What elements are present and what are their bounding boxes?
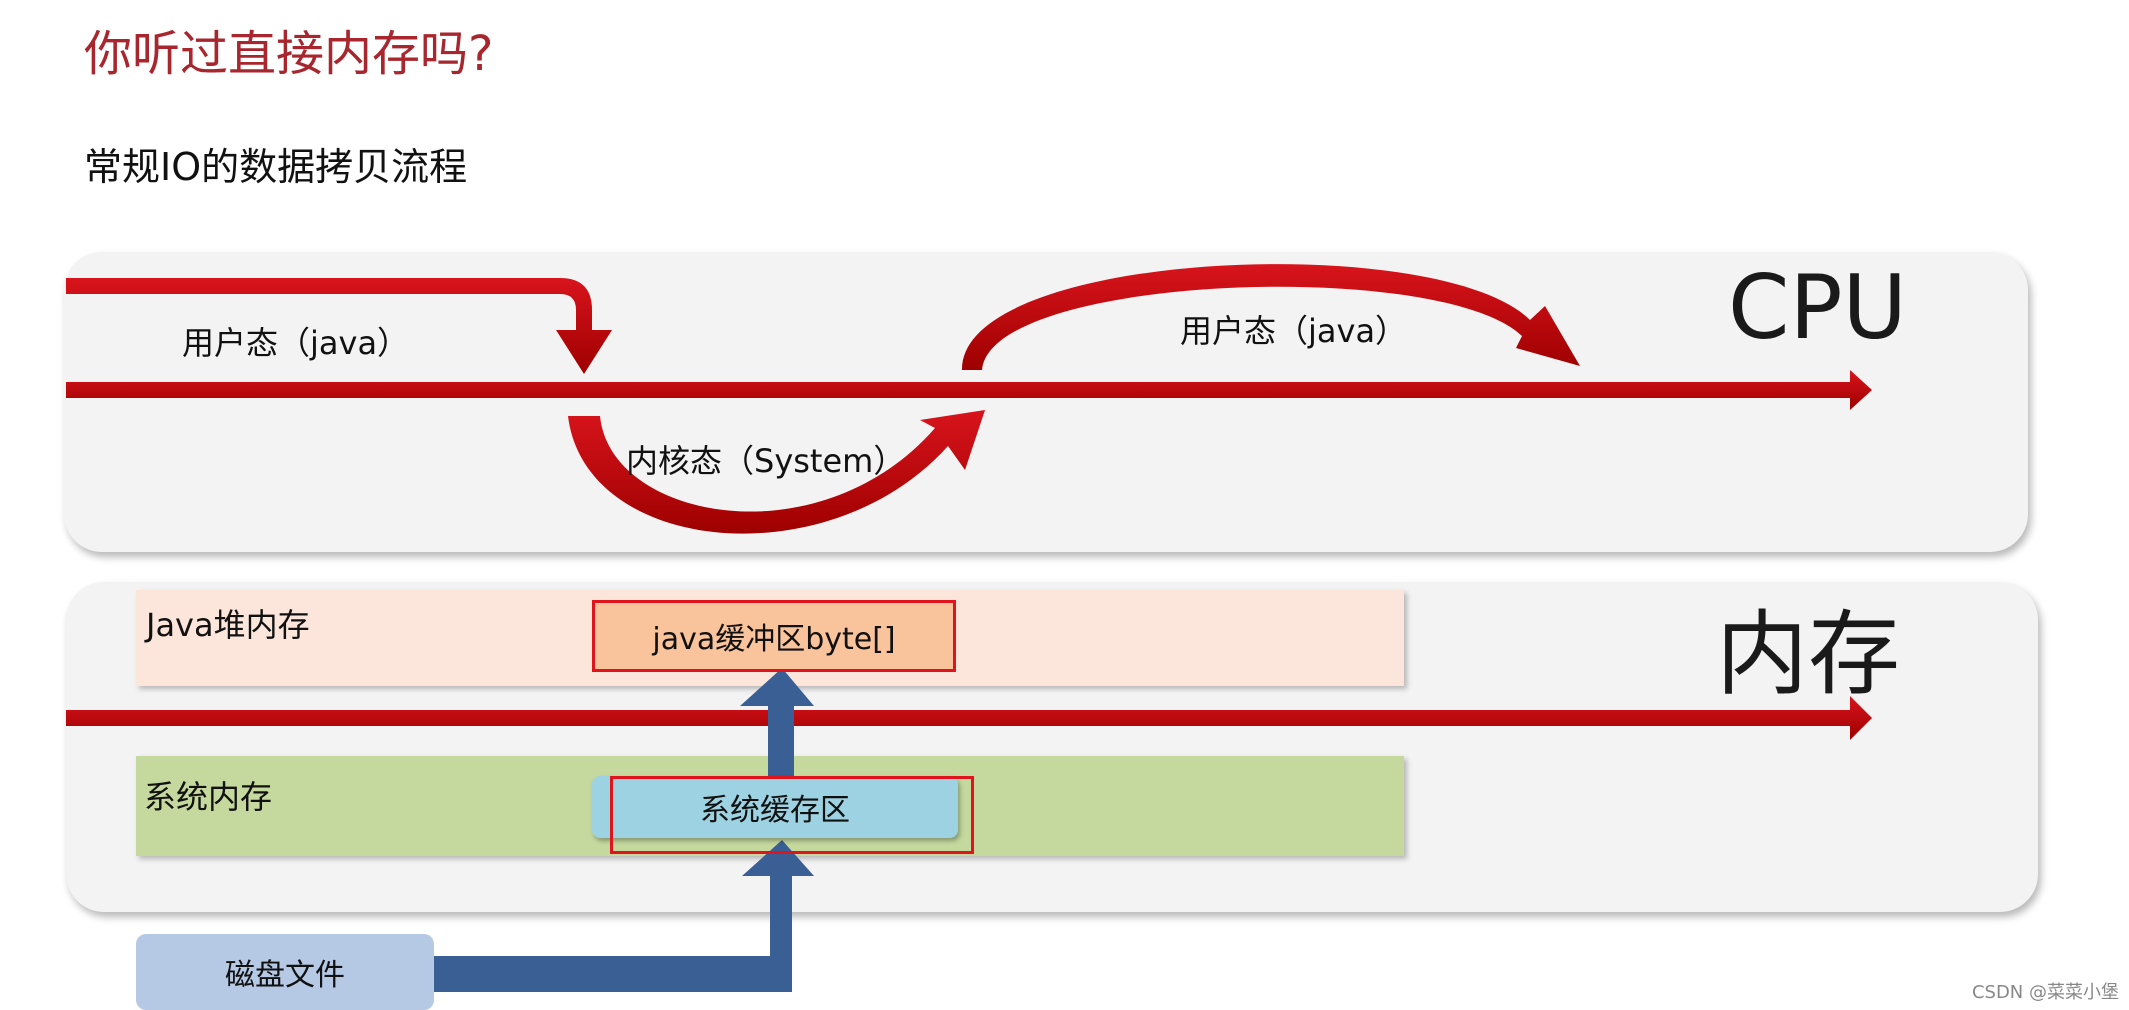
user-mode-label-2: 用户态（java） xyxy=(1180,312,1408,350)
memory-label: 内存 xyxy=(1716,601,1901,708)
disk-to-system-buffer-arrow xyxy=(434,840,814,992)
system-memory-label: 系统内存 xyxy=(144,778,273,816)
system-to-java-buffer-arrow xyxy=(740,668,814,776)
disk-file-box: 磁盘文件 xyxy=(136,934,434,1010)
system-buffer-box: 系统缓存区 xyxy=(592,776,958,838)
system-buffer-highlight xyxy=(610,776,974,854)
kernel-mode-arrow xyxy=(568,410,985,534)
user-mode-label-1: 用户态（java） xyxy=(182,324,410,362)
java-buffer-box: java缓冲区byte[] xyxy=(592,600,956,672)
cpu-label: CPU xyxy=(1728,256,1907,359)
cpu-timeline-arrow xyxy=(66,370,1872,410)
page-title: 你听过直接内存吗? xyxy=(84,26,494,82)
user-to-kernel-arrow xyxy=(66,278,612,374)
java-heap-label: Java堆内存 xyxy=(146,606,310,644)
page-subtitle: 常规IO的数据拷贝流程 xyxy=(84,145,468,189)
watermark: CSDN @菜菜小堡 xyxy=(1971,982,2119,1003)
kernel-mode-label: 内核态（System） xyxy=(626,442,906,480)
user-mode-arc-arrow xyxy=(961,264,1580,370)
memory-timeline-arrow xyxy=(66,696,1872,740)
